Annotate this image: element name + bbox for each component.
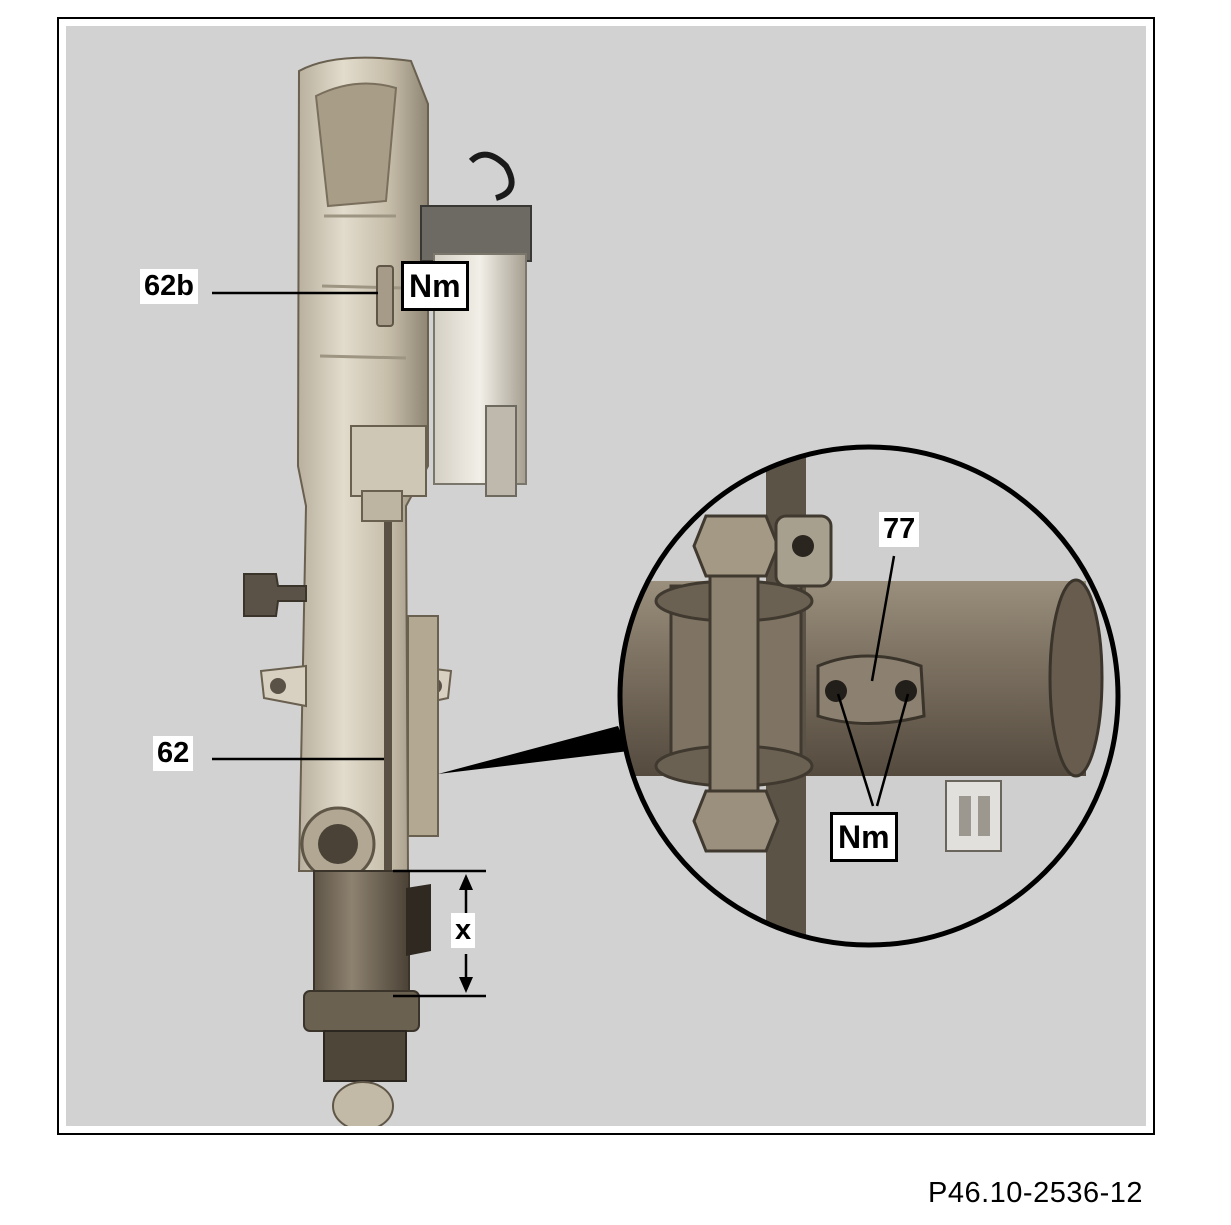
steering-column-illustration [212, 56, 1121, 1126]
callout-62b: 62b [140, 269, 198, 304]
photo-area [66, 26, 1146, 1126]
callout-77: 77 [879, 512, 920, 547]
detail-wedge [438, 726, 629, 774]
adjustment-motor [420, 151, 532, 497]
figure-frame: 62b 62 77 x Nm Nm [57, 17, 1155, 1135]
lower-column-section [303, 870, 431, 1126]
steering-column [243, 56, 453, 882]
detail-view [617, 444, 1121, 948]
dimension-arrows [459, 874, 473, 993]
torque-callout-detail: Nm [830, 812, 898, 862]
leader-lines [212, 291, 486, 998]
torque-callout-upper: Nm [401, 261, 469, 311]
callout-dimension-x: x [451, 913, 476, 948]
callout-62: 62 [153, 736, 194, 771]
figure-caption: P46.10-2536-12 [928, 1177, 1143, 1209]
